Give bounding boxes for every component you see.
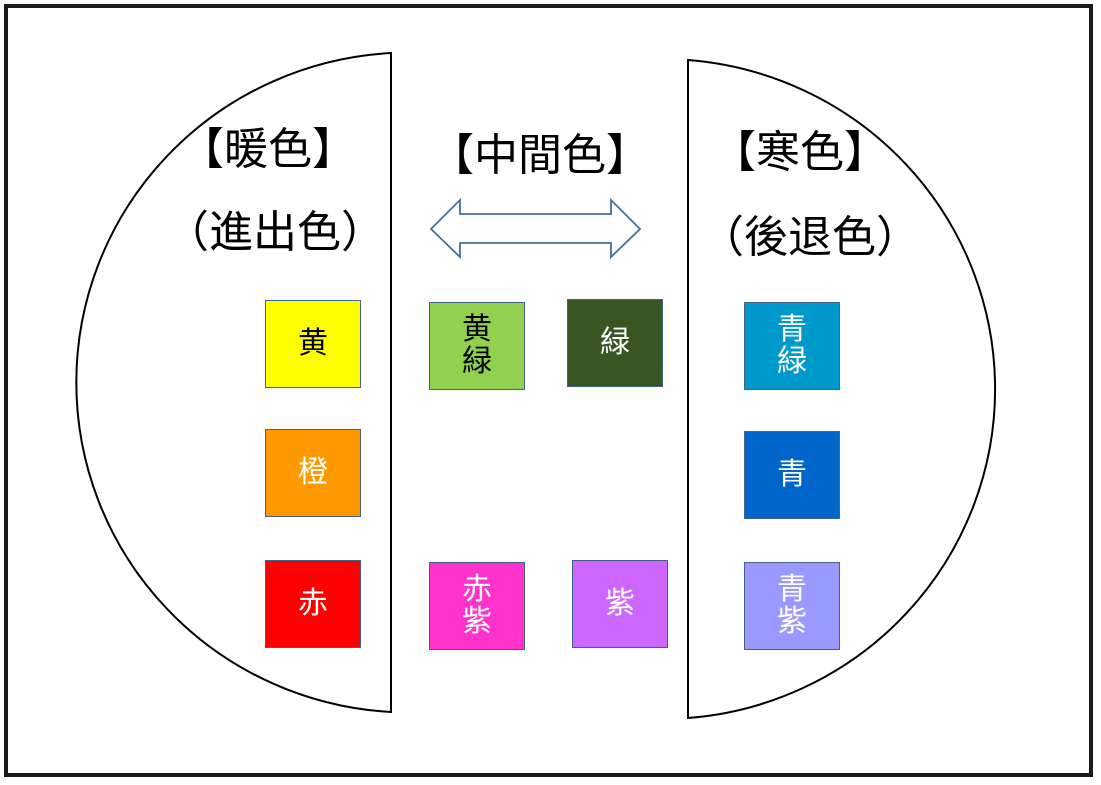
warm-subheading: （進出色） bbox=[165, 207, 385, 258]
swatch-label: 緑 bbox=[777, 344, 807, 379]
swatch-purple: 紫 bbox=[572, 560, 668, 648]
swatch-red: 赤 bbox=[265, 560, 361, 648]
swatch-label: 緑 bbox=[462, 344, 492, 379]
swatch-red-purple: 赤紫 bbox=[429, 562, 525, 650]
double-arrow-icon bbox=[429, 197, 642, 260]
swatch-blue: 青 bbox=[744, 431, 840, 519]
warm-heading: 【暖色】 bbox=[180, 124, 356, 175]
swatch-label: 紫 bbox=[777, 604, 807, 639]
swatch-green: 緑 bbox=[567, 299, 663, 387]
cool-subheading: （後退色） bbox=[700, 212, 920, 263]
swatch-blue-green: 青緑 bbox=[744, 302, 840, 390]
cool-half-circle bbox=[687, 58, 997, 720]
swatch-label: 赤 bbox=[298, 585, 328, 621]
swatch-label: 青 bbox=[777, 571, 807, 607]
swatch-yellow-green: 黄緑 bbox=[429, 302, 525, 390]
swatch-label: 黄 bbox=[462, 311, 492, 347]
swatch-orange: 橙 bbox=[265, 429, 361, 517]
swatch-label: 紫 bbox=[462, 604, 492, 639]
warm-half-circle bbox=[75, 51, 392, 714]
swatch-label: 紫 bbox=[605, 585, 635, 621]
outer-frame bbox=[4, 4, 1093, 777]
swatch-yellow: 黄 bbox=[265, 300, 361, 388]
swatch-label: 赤 bbox=[462, 571, 492, 607]
middle-heading: 【中間色】 bbox=[430, 130, 650, 181]
swatch-label: 青 bbox=[777, 311, 807, 347]
swatch-label: 青 bbox=[777, 456, 807, 492]
cool-heading: 【寒色】 bbox=[712, 127, 888, 178]
swatch-label: 黄 bbox=[298, 325, 328, 361]
swatch-label: 緑 bbox=[600, 324, 630, 360]
swatch-label: 橙 bbox=[298, 454, 328, 490]
swatch-blue-purple: 青紫 bbox=[744, 562, 840, 650]
